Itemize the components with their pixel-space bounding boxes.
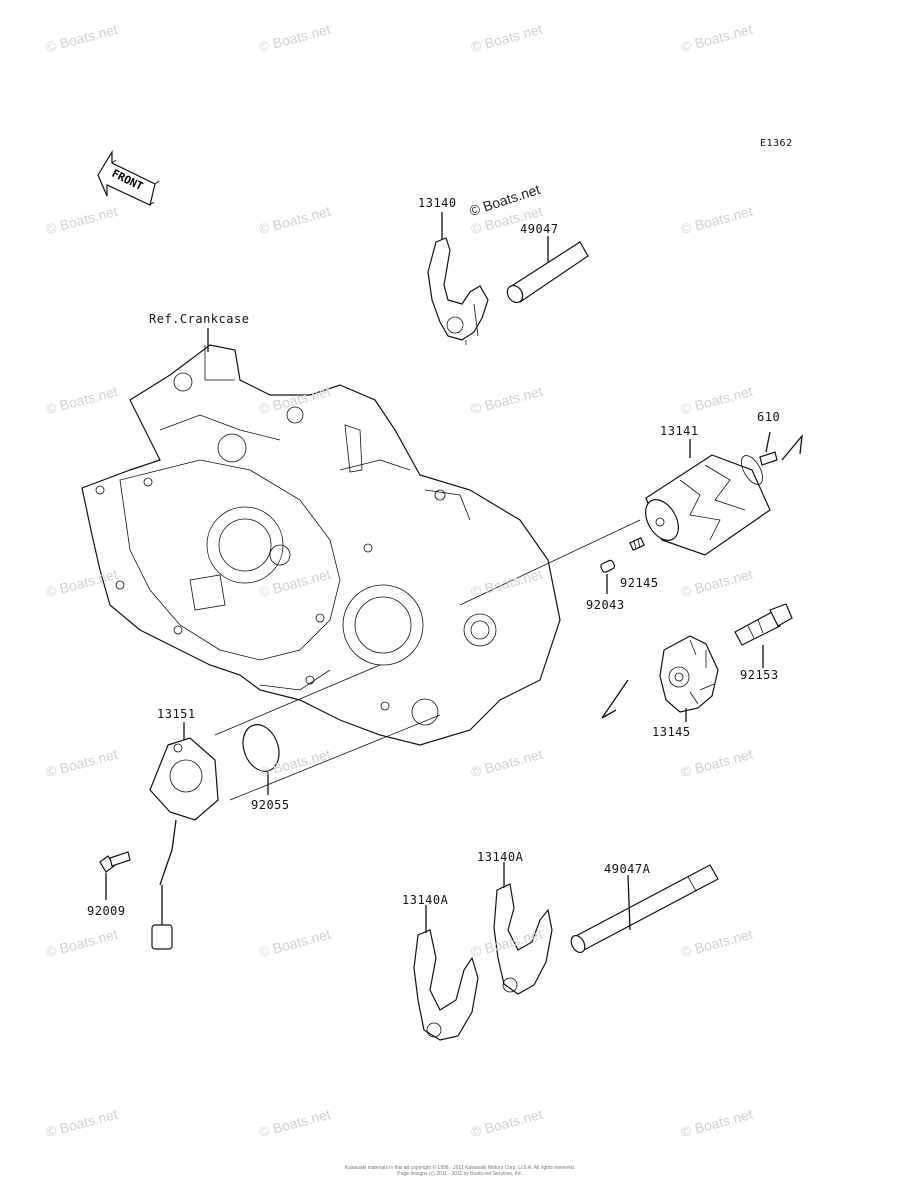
shaft-49047 (506, 241, 589, 304)
label-92043: 92043 (586, 598, 625, 612)
label-610: 610 (757, 410, 781, 424)
assembly-guide-line-2 (229, 714, 441, 801)
assembly-guide-line-1 (214, 664, 381, 736)
pin-92043 (600, 559, 616, 573)
copyright-line-2: Page designs (c) 2011 - 2011 by Boats.ne… (397, 1171, 523, 1177)
pin-610 (759, 431, 803, 466)
label-13151: 13151 (157, 707, 196, 721)
label-92009: 92009 (87, 904, 126, 918)
shift-drum-13141 (645, 454, 771, 556)
front-arrow-icon (97, 149, 160, 206)
label-13140: 13140 (418, 196, 457, 210)
label-92145: 92145 (620, 576, 659, 590)
label-ref-crankcase: Ref.Crankcase (149, 312, 250, 326)
label-13140A-upper: 13140A (477, 850, 524, 864)
o-ring-92055 (242, 724, 280, 772)
neutral-switch-13151 (149, 737, 219, 950)
label-49047: 49047 (520, 222, 559, 236)
crankcase-drawing (81, 344, 561, 746)
cam-arrow (601, 679, 629, 719)
label-13140A-lower: 13140A (402, 893, 449, 907)
label-49047A: 49047A (604, 862, 651, 876)
bolt-92153 (734, 603, 793, 646)
shift-fork-13140A-lower (413, 929, 479, 1041)
label-92055: 92055 (251, 798, 290, 812)
shaft-49047A (570, 864, 719, 954)
copyright-line-1: Kawasaki materials in this ad copyright … (344, 1165, 576, 1171)
screw-92009 (99, 851, 131, 873)
label-92153: 92153 (740, 668, 779, 682)
label-13145: 13145 (652, 725, 691, 739)
spring-92145 (629, 537, 645, 551)
shift-fork-13140 (427, 237, 489, 345)
label-13141: 13141 (660, 424, 699, 438)
assembly-guide-line-3 (459, 519, 641, 606)
shift-cam-13145 (659, 635, 719, 713)
copyright-footer: Kawasaki materials in this ad copyright … (340, 1165, 580, 1177)
diagram-code: E1362 (760, 138, 793, 149)
shift-fork-13140A-upper (493, 883, 553, 995)
